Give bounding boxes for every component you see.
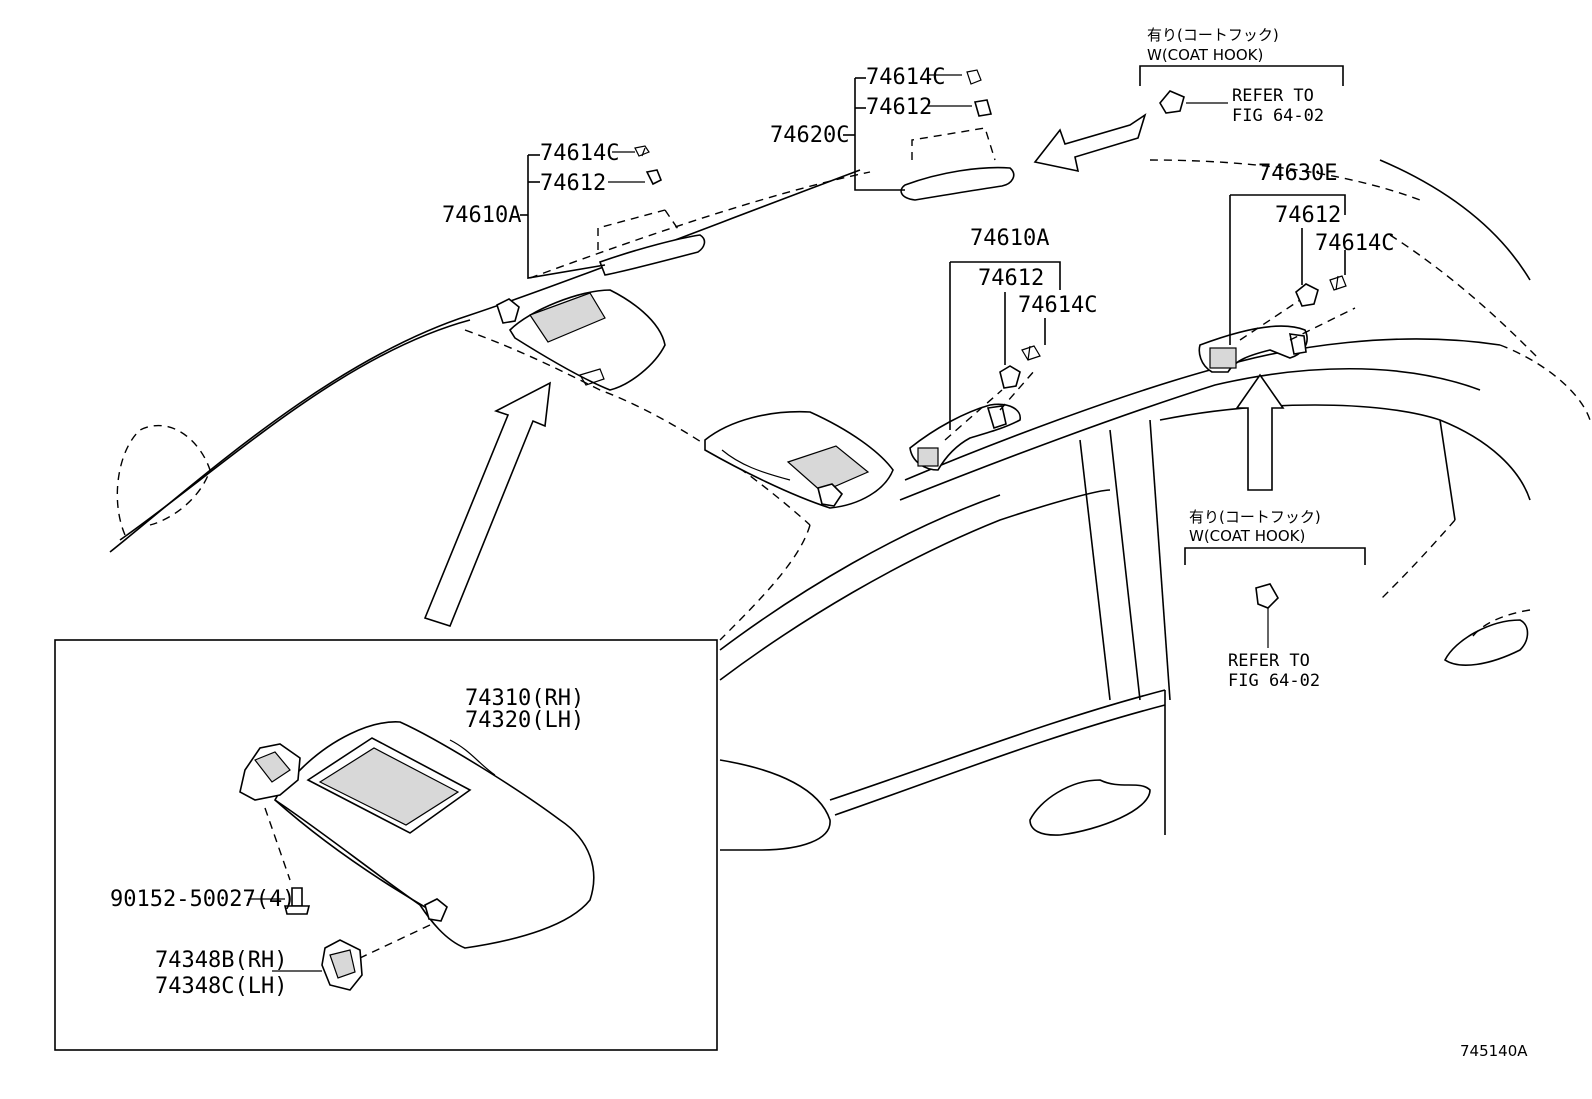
label-plug-rear: 74612 bbox=[1275, 203, 1341, 228]
coat-hook-bottom-jp: 有り(コートフック) bbox=[1189, 508, 1321, 526]
coat-hook-top-refer-1: REFER TO bbox=[1232, 86, 1314, 106]
assist-grip-center bbox=[843, 69, 1015, 201]
label-visor-rh: 74310(RH) bbox=[465, 686, 584, 711]
label-holder-rh: 74348B(RH) bbox=[155, 948, 287, 973]
coat-hook-top-en: W(COAT HOOK) bbox=[1147, 46, 1263, 64]
coat-hook-bottom-group bbox=[1184, 547, 1366, 648]
arrow-to-rear-grip bbox=[1235, 373, 1285, 491]
car-body-outline bbox=[109, 159, 1591, 851]
label-visor-lh: 74320(LH) bbox=[465, 708, 584, 733]
label-assist-grip-rear: 74630E bbox=[1258, 161, 1337, 186]
coat-hook-top-refer-2: FIG 64-02 bbox=[1232, 106, 1324, 126]
coat-hook-bottom-en: W(COAT HOOK) bbox=[1189, 527, 1305, 545]
label-screw: 90152-50027(4) bbox=[110, 887, 295, 912]
figure-id: 745140A bbox=[1460, 1042, 1528, 1060]
coat-hook-bottom-refer-2: FIG 64-02 bbox=[1228, 671, 1320, 691]
label-plug-center: 74612 bbox=[866, 95, 932, 120]
sun-visor-right-on-car bbox=[704, 410, 894, 509]
label-assist-grip-mid: 74610A bbox=[970, 226, 1049, 251]
sun-visor-detail bbox=[239, 721, 595, 991]
coat-hook-bottom-refer-1: REFER TO bbox=[1228, 651, 1310, 671]
sun-visor-left-on-car bbox=[496, 289, 666, 391]
label-assist-grip-front-left: 74610A bbox=[442, 203, 521, 228]
arrow-to-sun-visor bbox=[423, 381, 551, 627]
label-plug-mid: 74612 bbox=[978, 266, 1044, 291]
label-cover-center: 74614C bbox=[866, 65, 945, 90]
coat-hook-top-jp: 有り(コートフック) bbox=[1147, 26, 1279, 44]
detail-inset-box bbox=[54, 639, 718, 1051]
assist-grip-front-left bbox=[520, 145, 706, 279]
label-assist-grip-center: 74620C bbox=[770, 123, 849, 148]
label-cover-mid: 74614C bbox=[1018, 293, 1097, 318]
label-plug-front-left: 74612 bbox=[540, 171, 606, 196]
arrow-to-center-grip bbox=[1033, 113, 1147, 173]
assist-grip-rear bbox=[1198, 194, 1356, 373]
coat-hook-top-group bbox=[1139, 65, 1344, 114]
label-cover-front-left: 74614C bbox=[540, 141, 619, 166]
assist-grip-mid bbox=[909, 261, 1061, 471]
label-holder-lh: 74348C(LH) bbox=[155, 974, 287, 999]
label-cover-rear: 74614C bbox=[1315, 231, 1394, 256]
